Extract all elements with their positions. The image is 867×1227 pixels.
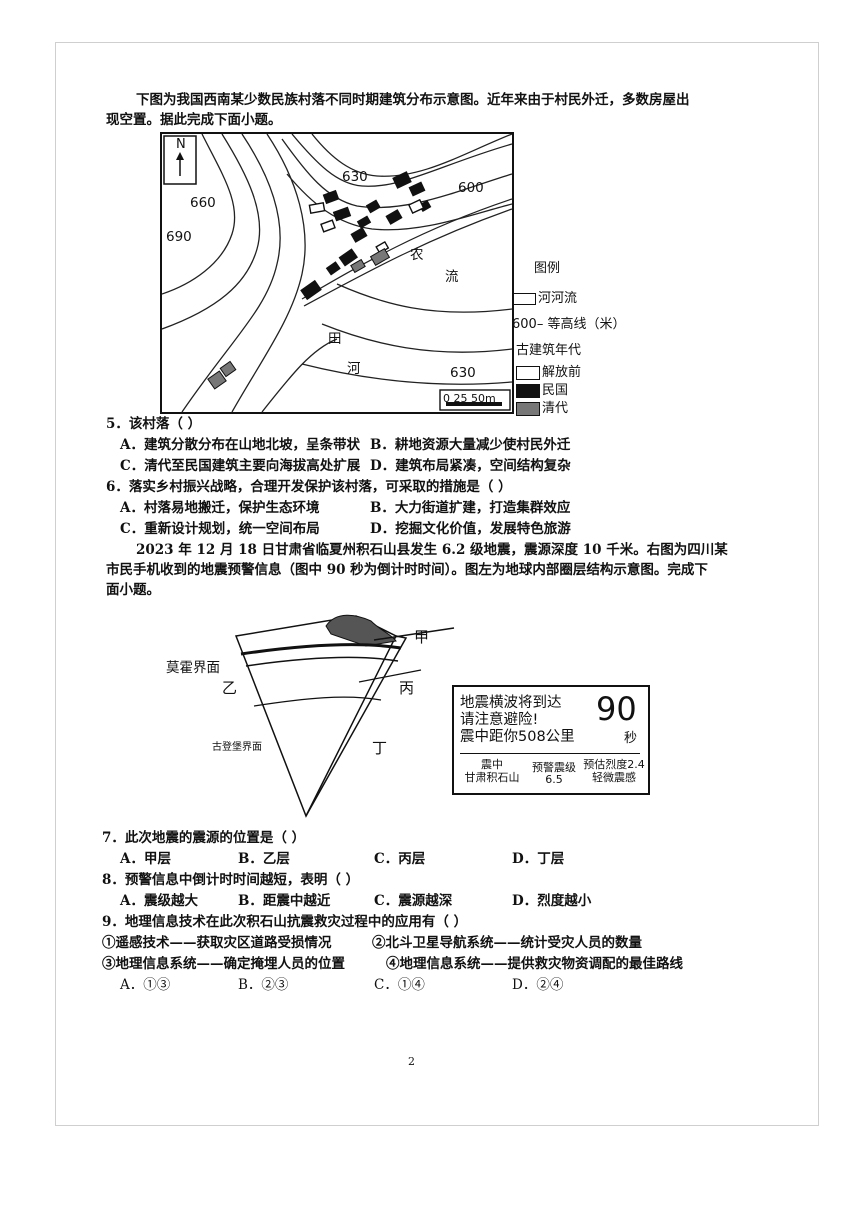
q6-stem: 6．落实乡村振兴战略，合理开发保护该村落，可采取的措施是（ ） xyxy=(106,479,512,495)
intro1-line2: 现空置。据此完成下面小题。 xyxy=(106,112,282,128)
map-label-tian: 田 xyxy=(328,331,342,347)
contour-label-600: 600 xyxy=(458,180,484,196)
warning-line1: 地震横波将到达 xyxy=(460,695,562,711)
warning-line3: 震中距你508公里 xyxy=(460,729,575,745)
contour-label-630-top: 630 xyxy=(342,169,368,185)
intensity-label: 预估烈度2.4 xyxy=(583,758,645,771)
q9-option-d: D．②④ xyxy=(512,977,564,993)
q5-option-d: D．建筑布局紧凑，空间结构复杂 xyxy=(370,458,571,474)
legend-qing: 清代 xyxy=(516,397,568,416)
layer-ding-label: 丁 xyxy=(372,739,388,757)
q5-option-a: A．建筑分散分布在山地北坡，呈条带状 xyxy=(120,437,360,453)
contour-label-630-bottom: 630 xyxy=(450,365,476,381)
pre-liberation-swatch xyxy=(516,365,540,380)
contour-map-drawing xyxy=(162,134,512,412)
intro2-line3: 面小题。 xyxy=(106,582,160,598)
q8-option-c: C．震源越深 xyxy=(374,893,453,909)
q7-option-b: B．乙层 xyxy=(238,851,290,867)
legend-minguo-label: 民国 xyxy=(542,383,569,398)
q9-option-b: B．②③ xyxy=(238,977,289,993)
layer-jia-label: 甲 xyxy=(414,628,430,646)
q9-option-a: A．①③ xyxy=(120,977,171,993)
legend-era-title: 古建筑年代 xyxy=(516,343,582,358)
minguo-swatch xyxy=(516,383,540,398)
warning-line2: 请注意避险! xyxy=(460,712,539,728)
legend-river-label: 河河流 xyxy=(538,291,578,306)
layer-yi-label: 乙 xyxy=(222,679,238,697)
countdown-seconds: 90 xyxy=(596,690,637,728)
exam-page: 下图为我国西南某少数民族村落不同时期建筑分布示意图。近年来由于村民外迁，多数房屋… xyxy=(55,42,819,1126)
map-label-nong: 农 xyxy=(410,247,424,263)
magnitude-label: 预警震级 xyxy=(532,761,576,774)
q7-option-a: A．甲层 xyxy=(120,851,171,867)
map-label-liu: 流 xyxy=(445,269,459,285)
moho-label: 莫霍界面 xyxy=(166,660,220,676)
q9-stem: 9．地理信息技术在此次积石山抗震救灾过程中的应用有（ ） xyxy=(102,914,468,930)
intro1-line1: 下图为我国西南某少数民族村落不同时期建筑分布示意图。近年来由于村民外迁，多数房屋… xyxy=(136,92,690,108)
epicenter-label: 震中 xyxy=(481,758,503,771)
q8-stem: 8．预警信息中倒计时时间越短，表明（ ） xyxy=(102,872,360,888)
warning-divider xyxy=(460,753,640,754)
contour-label-660: 660 xyxy=(190,195,216,211)
earth-layers-diagram xyxy=(234,614,455,818)
map-label-he: 河 xyxy=(347,361,361,377)
qing-swatch xyxy=(516,401,540,416)
q7-option-c: C．丙层 xyxy=(374,851,426,867)
q6-option-b: B．大力街道扩建，打造集群效应 xyxy=(370,500,571,516)
contour-label-690: 690 xyxy=(166,229,192,245)
countdown-unit: 秒 xyxy=(624,731,638,746)
layer-bing-label: 丙 xyxy=(399,679,415,697)
q5-option-c: C．清代至民国建筑主要向海拔高处扩展 xyxy=(120,458,361,474)
intro2-line1: 2023 年 12 月 18 日甘肃省临夏州积石山县发生 6.2 级地震，震源深… xyxy=(136,542,728,558)
page-number: 2 xyxy=(408,1055,415,1068)
river-swatch xyxy=(512,292,536,305)
magnitude-value: 6.5 xyxy=(545,773,563,786)
q7-stem: 7．此次地震的震源的位置是（ ） xyxy=(102,830,306,846)
legend-minguo: 民国 xyxy=(516,379,568,398)
q6-option-d: D．挖掘文化价值，发展特色旅游 xyxy=(370,521,571,537)
legend-pre-liberation: 解放前 xyxy=(516,361,581,380)
q5-stem: 5．该村落（ ） xyxy=(106,416,202,432)
q8-option-a: A．震级越大 xyxy=(120,893,198,909)
q5-option-b: B．耕地资源大量减少使村民外迁 xyxy=(370,437,571,453)
legend-qing-label: 清代 xyxy=(542,401,569,416)
q7-option-d: D．丁层 xyxy=(512,851,565,867)
legend-pre-liberation-label: 解放前 xyxy=(542,365,582,380)
legend-contour: 600– 等高线（米） xyxy=(512,317,626,332)
scale-label: 0 25 50m xyxy=(443,392,496,405)
legend-title: 图例 xyxy=(534,261,561,276)
q8-option-b: B．距震中越近 xyxy=(238,893,331,909)
q9-item-3: ③地理信息系统——确定掩埋人员的位置 xyxy=(102,956,345,972)
q6-option-a: A．村落易地搬迁，保护生态环境 xyxy=(120,500,320,516)
q9-item-1: ①遥感技术——获取灾区道路受损情况 xyxy=(102,935,332,951)
earthquake-warning-card: 地震横波将到达 请注意避险! 震中距你508公里 90 秒 震中 甘肃积石山 预… xyxy=(452,685,650,795)
q9-option-c: C．①④ xyxy=(374,977,425,993)
north-label: N xyxy=(176,137,186,152)
village-map: N 630 600 660 690 630 农 流 田 河 0 25 50m xyxy=(160,132,514,414)
q9-item-2: ②北斗卫星导航系统——统计受灾人员的数量 xyxy=(372,935,642,951)
legend-river: 河河流 xyxy=(512,287,577,306)
q6-option-c: C．重新设计规划，统一空间布局 xyxy=(120,521,320,537)
epicenter-value: 甘肃积石山 xyxy=(464,771,520,784)
intensity-value: 轻微震感 xyxy=(592,771,636,784)
intro2-line2: 市民手机收到的地震预警信息（图中 90 秒为倒计时时间）。图左为地球内部圈层结构… xyxy=(106,562,708,578)
q9-item-4: ④地理信息系统——提供救灾物资调配的最佳路线 xyxy=(386,956,683,972)
q8-option-d: D．烈度越小 xyxy=(512,893,592,909)
gutenberg-label: 古登堡界面 xyxy=(212,742,262,753)
